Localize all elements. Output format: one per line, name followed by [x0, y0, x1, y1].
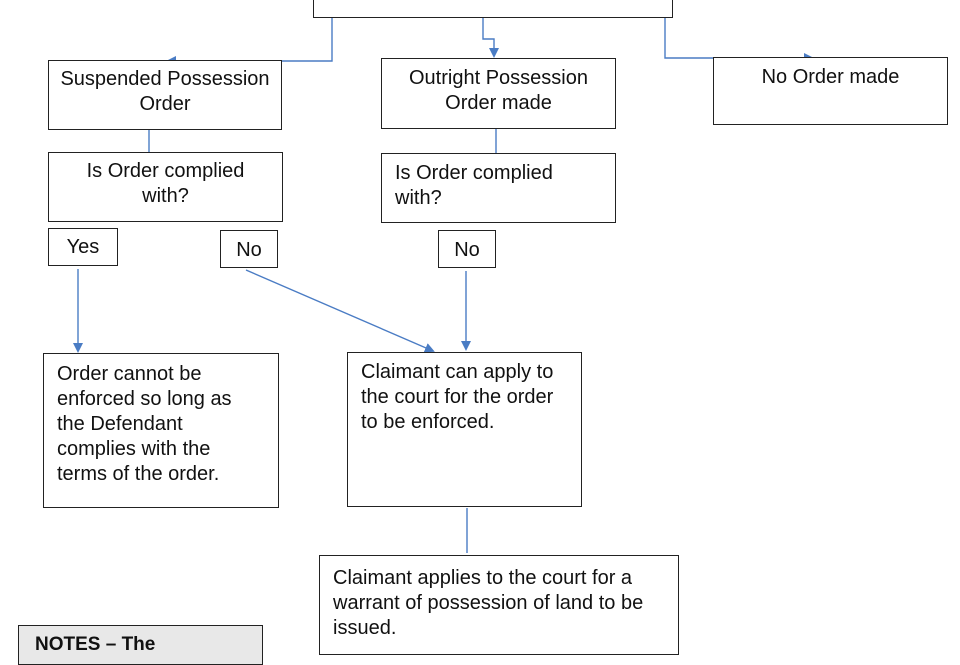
suspended-order-text: Suspended Possession Order — [60, 68, 270, 115]
complied-left-box: Is Order complied with? — [48, 152, 283, 222]
no-order-box: No Order made — [713, 57, 948, 125]
no-left-text: No — [236, 239, 262, 261]
cannot-enforce-box: Order cannot be enforced so long as the … — [43, 353, 279, 508]
complied-left-text: Is Order complied with? — [86, 160, 245, 207]
claimant-apply-box: Claimant can apply to the court for the … — [347, 352, 582, 507]
no-right-text: No — [454, 239, 480, 261]
outright-order-text: Outright Possession Order made — [409, 67, 588, 114]
yes-left-text: Yes — [66, 236, 100, 258]
no-order-text: No Order made — [761, 66, 900, 88]
no-right-box: No — [438, 230, 496, 268]
yes-left-box: Yes — [48, 228, 118, 266]
notes-box: NOTES – The — [18, 625, 263, 665]
warrant-box: Claimant applies to the court for a warr… — [319, 555, 679, 655]
no-left-box: No — [220, 230, 278, 268]
warrant-text: Claimant applies to the court for a warr… — [333, 567, 644, 639]
complied-right-text: Is Order complied with? — [395, 162, 553, 209]
claimant-apply-text: Claimant can apply to the court for the … — [361, 361, 554, 433]
notes-text: NOTES – The — [35, 634, 156, 655]
edge-top-no-order — [664, 18, 814, 63]
top-decision-box — [313, 0, 673, 18]
edge-no-left-claimant — [245, 269, 435, 353]
outright-order-box: Outright Possession Order made — [381, 58, 616, 129]
edge-top-outright — [482, 18, 499, 58]
suspended-order-box: Suspended Possession Order — [48, 60, 282, 130]
complied-right-box: Is Order complied with? — [381, 153, 616, 223]
edge-top-suspended — [166, 18, 333, 66]
cannot-enforce-text: Order cannot be enforced so long as the … — [57, 363, 232, 485]
